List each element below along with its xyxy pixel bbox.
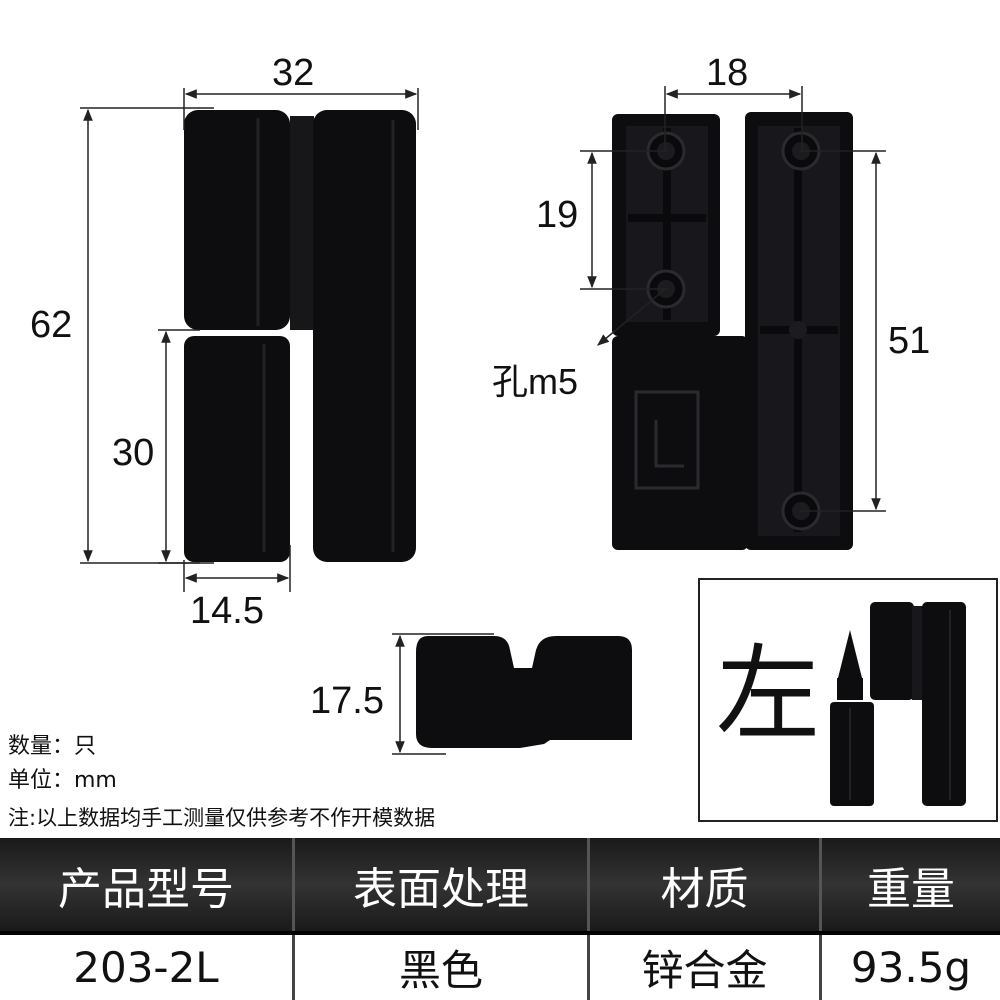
hinge-front-view — [184, 110, 416, 562]
value-finish: 黑色 — [295, 935, 590, 1000]
hinge-drawing — [80, 86, 886, 755]
hinge-back-view — [612, 112, 853, 550]
note-disclaimer: 注:以上数据均手工测量仅供参考不作开模数据 — [8, 806, 436, 830]
spec-table-header: 产品型号 表面处理 材质 重量 — [0, 838, 1000, 931]
value-material: 锌合金 — [590, 935, 822, 1000]
dim-hole-spacing-19 — [580, 150, 668, 290]
note-quantity: 数量：只 — [8, 734, 97, 759]
header-material: 材质 — [590, 838, 822, 931]
dim-label-hole-spacing-y: 19 — [536, 194, 579, 236]
left-hand-hinge-photo — [830, 602, 966, 806]
dim-hole-spacing-18 — [664, 86, 803, 152]
header-weight: 重量 — [867, 863, 955, 915]
hole-label: 孔m5 — [492, 361, 579, 402]
dim-label-height-total: 62 — [30, 304, 73, 346]
dim-width-14-5 — [183, 545, 291, 592]
dim-label-width-lower: 14.5 — [190, 590, 264, 632]
left-hand-inset: 左 — [698, 578, 998, 822]
note-unit: 单位：mm — [8, 768, 117, 793]
header-finish: 表面处理 — [295, 838, 590, 931]
header-model: 产品型号 — [0, 838, 295, 931]
dim-label-height-lower: 30 — [112, 432, 155, 474]
dim-label-hole-spacing-x: 18 — [706, 52, 749, 94]
dim-hole-spacing-51 — [800, 150, 886, 512]
hole-leader — [597, 289, 665, 346]
spec-table-row: 203-2L 黑色 锌合金 93.5g — [0, 935, 1000, 1000]
dim-height-30 — [158, 329, 200, 564]
dim-width-32 — [183, 88, 419, 130]
spec-table: 产品型号 表面处理 材质 重量 203-2L 黑色 锌合金 93.5g — [0, 838, 1000, 1000]
side-label: 左 — [716, 633, 821, 755]
dim-label-hole-spacing-long: 51 — [888, 320, 931, 362]
value-model: 203-2L — [0, 935, 295, 1000]
dim-thickness-17-5 — [392, 633, 494, 755]
hinge-top-view — [416, 636, 632, 748]
dim-label-thickness: 17.5 — [310, 680, 384, 722]
dim-label-width: 32 — [272, 52, 315, 94]
value-weight: 93.5g — [850, 943, 972, 992]
